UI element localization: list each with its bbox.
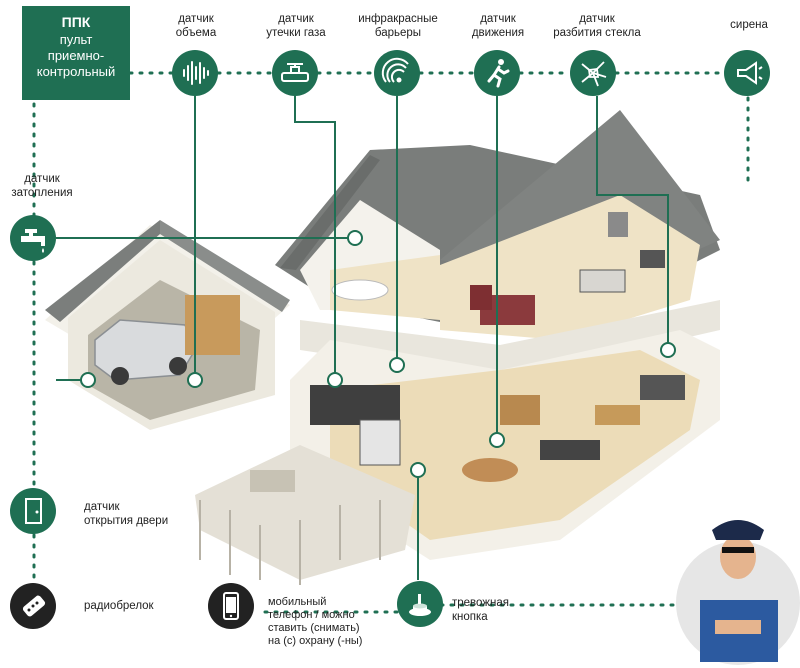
control-panel-subtitle: пульт приемно- контрольный [36, 32, 116, 79]
panic-button-icon [397, 581, 443, 627]
megaphone-icon [724, 50, 770, 96]
label-radio-fob: радиобрелок [84, 600, 154, 612]
smartphone-icon [208, 583, 254, 629]
control-panel-title: ППК [61, 14, 91, 30]
security-guard-illustration [676, 520, 800, 665]
label-door-open-sensor: датчик открытия двери [84, 501, 169, 527]
label-volume-sensor: датчик объема [175, 13, 217, 39]
sensor-wires [56, 96, 669, 580]
running-person-icon [474, 50, 520, 96]
faucet-icon [10, 215, 56, 261]
waveform-icon [172, 50, 218, 96]
label-gas-leak-sensor: датчик утечки газа [266, 13, 326, 39]
broken-glass-icon [570, 50, 616, 96]
sensor-points [80, 230, 676, 478]
dotted-bus-line [32, 71, 750, 614]
label-siren: сирена [730, 19, 768, 31]
label-flood-sensor: датчик затопления [11, 173, 73, 199]
key-fob-icon [10, 583, 56, 629]
garage [45, 220, 290, 430]
label-glass-break-sensor: датчик разбития стекла [553, 13, 641, 39]
label-infrared-barriers: инфракрасные барьеры [358, 13, 438, 39]
door-icon [10, 488, 56, 534]
label-mobile-phone: мобильный телефон / можно ставить (снима… [268, 596, 363, 647]
gas-valve-icon [272, 50, 318, 96]
deck [195, 445, 415, 585]
control-panel-box: ППК пульт приемно- контрольный [22, 6, 130, 100]
infrared-rings-icon [374, 50, 420, 96]
label-motion-sensor: датчик движения [471, 13, 525, 39]
label-panic-button: тревожная кнопка [452, 597, 509, 623]
